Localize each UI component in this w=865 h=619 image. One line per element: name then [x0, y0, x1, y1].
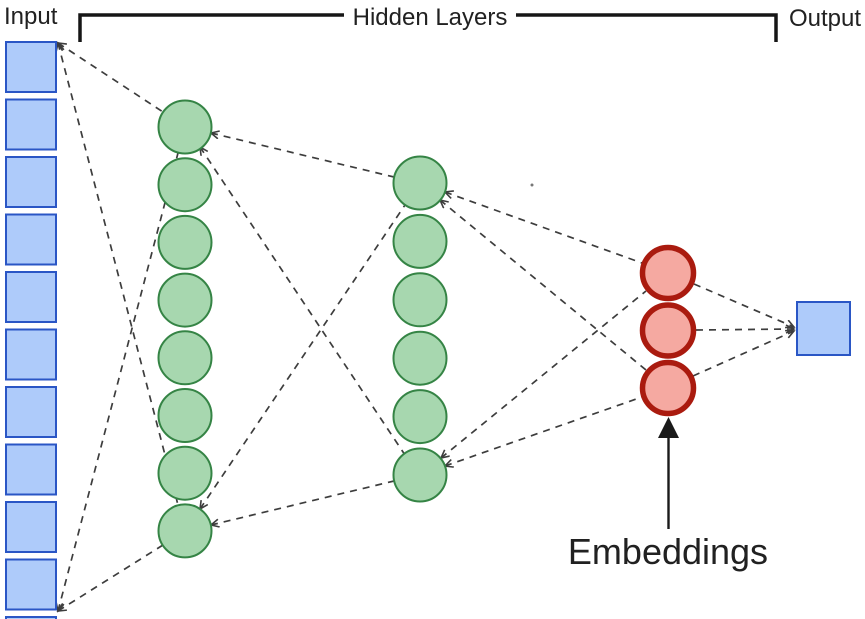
node-layers	[5, 41, 851, 619]
connector-line	[440, 200, 647, 371]
embedding-node	[639, 302, 697, 359]
output-node	[796, 301, 851, 356]
connector-line	[58, 152, 179, 611]
input-node	[5, 271, 57, 323]
hidden-layer1-node	[157, 445, 213, 501]
embeddings-label: Embeddings	[568, 531, 768, 572]
input-label: Input	[4, 3, 58, 30]
embeddings-arrow	[658, 417, 679, 529]
hidden-layer1-node	[157, 503, 213, 559]
input-node	[5, 328, 57, 381]
embedding-node	[639, 244, 697, 302]
embeddings-arrowhead-icon	[658, 417, 679, 438]
connector-line	[58, 43, 164, 113]
hidden-layer1-node	[157, 330, 213, 386]
input-node	[5, 616, 57, 619]
input-node	[5, 501, 57, 553]
hidden-layer1-node	[157, 388, 213, 443]
hidden-layers-label: Hidden Layers	[353, 4, 508, 31]
input-node	[5, 98, 57, 151]
connector-line	[445, 192, 643, 264]
connector-line	[211, 480, 395, 525]
connector-lines	[58, 43, 794, 611]
hidden-layer1-node	[157, 272, 213, 328]
input-node	[5, 443, 57, 496]
output-label: Output	[789, 5, 861, 32]
embedding-node	[639, 359, 697, 417]
connector-line	[695, 329, 794, 330]
bracket-label-backplate	[344, 1, 516, 31]
input-node	[5, 386, 57, 438]
connector-line	[445, 396, 643, 466]
input-node	[5, 156, 57, 208]
input-node	[5, 41, 57, 93]
connector-line	[200, 147, 406, 456]
hidden-layer1-node	[157, 157, 213, 213]
hidden-layer1-node	[157, 99, 213, 155]
connector-line	[211, 133, 395, 178]
hidden-layer2-node	[392, 330, 448, 386]
hidden-layer2-node	[392, 155, 448, 211]
connector-line	[693, 283, 794, 327]
connector-line	[441, 290, 647, 458]
input-node	[5, 558, 57, 611]
stray-dot	[530, 183, 534, 187]
connector-line	[200, 204, 406, 509]
hidden-layer2-node	[392, 447, 448, 503]
hidden-layer2-node	[392, 213, 448, 269]
connector-line	[692, 331, 794, 377]
hidden-layer2-node	[392, 272, 448, 328]
connector-line	[58, 43, 179, 506]
connector-line	[58, 544, 164, 611]
hidden-layer2-node	[392, 389, 448, 445]
input-node	[5, 213, 57, 266]
hidden-layer1-node	[157, 214, 213, 270]
